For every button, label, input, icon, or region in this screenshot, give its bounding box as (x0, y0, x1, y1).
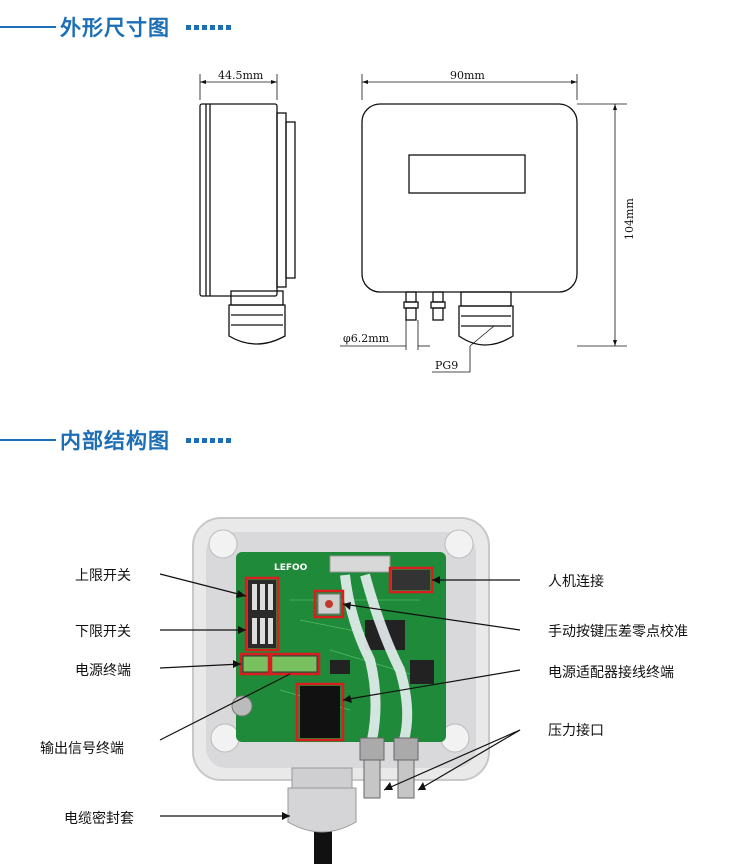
callout-cable-gland: 电缆密封套 (64, 811, 134, 827)
callout-adapter-terminal: 电源适配器接线终端 (548, 665, 674, 681)
fitting-label: φ6.2mm (343, 332, 390, 345)
callout-upper-switch: 上限开关 (75, 568, 131, 584)
side-view (199, 74, 296, 345)
board-brand: LEFOO (274, 563, 308, 573)
callout-power-terminal: 电源终端 (75, 663, 131, 679)
dimension-drawing: 44.5mm 90mm 104mm φ6.2mm PG9 (199, 69, 636, 373)
gland-label: PG9 (435, 359, 458, 372)
section-title-text: 内部结构图 (60, 428, 170, 453)
width-label: 90mm (450, 69, 485, 82)
section-title-internal: 内部结构图 (0, 425, 231, 455)
callout-hmi-connector: 人机连接 (548, 574, 604, 590)
height-label: 104mm (623, 198, 636, 240)
callout-lower-switch: 下限开关 (75, 624, 131, 640)
callout-pressure-port: 压力接口 (548, 723, 604, 739)
depth-label: 44.5mm (218, 69, 264, 82)
section-title-text: 外形尺寸图 (60, 15, 170, 40)
front-view (340, 74, 627, 373)
title-dots (186, 437, 231, 443)
title-dots (186, 24, 231, 30)
section-title-dimensions: 外形尺寸图 (0, 12, 231, 42)
callout-output-terminal: 输出信号终端 (40, 741, 124, 757)
title-rule (0, 26, 56, 28)
title-rule (0, 439, 56, 441)
callout-zero-button: 手动按键压差零点校准 (548, 624, 688, 640)
